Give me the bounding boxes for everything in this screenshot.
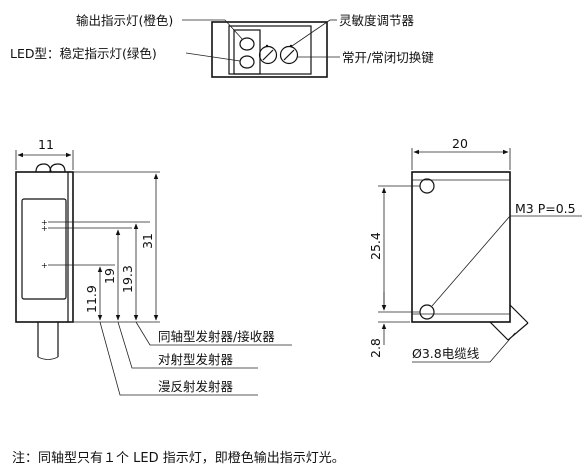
dim-bottom-offset: 2.8: [368, 338, 383, 358]
switch-key-label: 常开/常闭切换键: [342, 50, 434, 65]
indicator-panel: [182, 19, 340, 78]
coaxial-emitter-label: 同轴型发射器/接收器: [158, 329, 275, 344]
footnote: 注：同轴型只有１个 LED 指示灯，即橙色输出指示灯光。: [12, 450, 345, 466]
screw-spec-label: M3 P=0.5: [515, 201, 576, 216]
cable-label: Ø3.8电缆线: [412, 346, 480, 361]
dim-hole-spacing: 25.4: [368, 232, 383, 260]
sensitivity-adjuster-label: 灵敏度调节器: [339, 13, 415, 28]
dim-height-19: 19: [102, 268, 117, 284]
stability-led-icon: [239, 55, 255, 69]
front-view: [378, 148, 582, 363]
svg-text:+: +: [41, 261, 48, 270]
side-view: + + +: [15, 150, 292, 396]
mount-hole-bottom-icon: [419, 304, 435, 320]
svg-text:+: +: [41, 224, 48, 233]
output-indicator-label: 输出指示灯(橙色): [76, 13, 173, 28]
dim-width-side: 11: [38, 137, 54, 152]
mode-switch-icon: [279, 45, 299, 65]
dim-height-11-9: 11.9: [84, 285, 99, 313]
panel-inner: [228, 25, 312, 75]
stability-indicator-label: LED型：稳定指示灯(绿色): [10, 46, 157, 61]
mount-hole-top-icon: [419, 178, 435, 194]
front-body: [411, 171, 511, 323]
side-body: [15, 171, 74, 323]
output-led-icon: [239, 37, 255, 51]
dim-height-19-3: 19.3: [120, 265, 135, 293]
through-beam-emitter-label: 对射型发射器: [158, 352, 234, 367]
lens-window: [21, 198, 67, 300]
dim-height-31: 31: [140, 233, 155, 249]
dim-width-front: 20: [452, 136, 468, 151]
diffuse-emitter-label: 漫反射发射器: [158, 379, 234, 394]
svg-text:+: +: [41, 218, 48, 227]
panel-outline: [211, 21, 328, 78]
